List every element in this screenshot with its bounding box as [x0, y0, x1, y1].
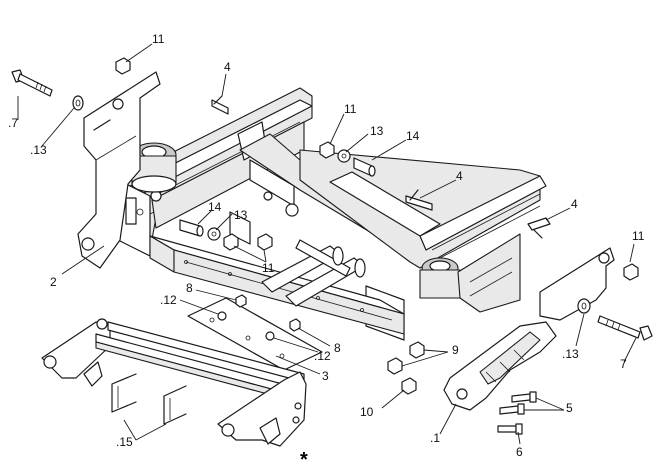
- callout-label-14: 14: [406, 129, 420, 143]
- callout-label-11: 11: [632, 229, 645, 243]
- main-frame: [117, 87, 547, 341]
- left-bracket-part-2: [77, 71, 161, 269]
- callout-label-12: .12: [160, 293, 177, 307]
- callout-label-8: 8: [186, 281, 193, 295]
- right-bracket-part-1: [443, 247, 615, 411]
- callout-label-14: 14: [208, 200, 222, 214]
- callout-label-11: 11: [262, 261, 275, 275]
- callout-label-13: 13: [370, 124, 384, 138]
- callout-label-3: 3: [322, 369, 329, 383]
- callout-label-6: 6: [516, 445, 523, 459]
- callout-label-7: .7: [8, 116, 19, 130]
- slide-assembly-part-3: [187, 297, 323, 371]
- callout-label-2: 2: [50, 275, 57, 289]
- callout-label-11: 11: [152, 32, 165, 46]
- footnote-asterisk: *: [300, 449, 308, 467]
- callout-label-4: 4: [224, 60, 231, 74]
- callout-label-13: .13: [562, 347, 579, 361]
- callout-label-5: 5: [566, 401, 573, 415]
- callout-leaders: [17, 43, 637, 445]
- callout-label-9: 9: [452, 343, 459, 357]
- callout-label-1: .1: [430, 431, 441, 445]
- callout-label-13: .13: [30, 143, 47, 157]
- callout-label-7: 7: [620, 357, 627, 371]
- front-mounting-frame: [41, 318, 307, 447]
- callout-label-10: 10: [360, 405, 374, 419]
- callout-label-8: 8: [334, 341, 341, 355]
- callout-label-13: 13: [234, 208, 248, 222]
- callout-label-15: .15: [116, 435, 133, 449]
- callout-label-11: 11: [344, 102, 357, 116]
- callout-label-4: 4: [456, 169, 463, 183]
- callout-label-4: 4: [571, 197, 578, 211]
- callout-label-12: .12: [314, 349, 331, 363]
